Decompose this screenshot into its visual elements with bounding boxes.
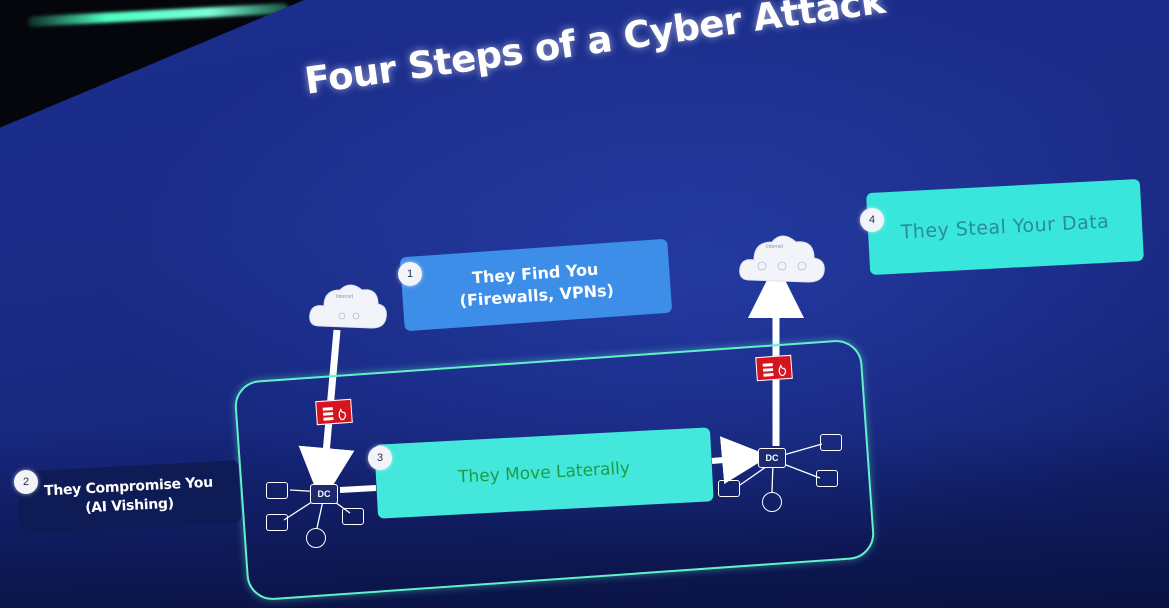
lateral-arrow <box>711 436 770 485</box>
step-2-box: They Compromise You (AI Vishing) <box>16 460 242 534</box>
server-icon-left <box>266 482 288 499</box>
step-3-number: 3 <box>368 446 392 470</box>
laptop-icon-left <box>306 528 326 548</box>
internet-cloud-right: Internet <box>739 235 825 283</box>
step-1-number: 1 <box>398 262 422 286</box>
domain-controller-left: DC <box>310 484 338 504</box>
printer-icon-right <box>816 470 838 487</box>
internet-cloud-left: Internet <box>309 284 387 329</box>
lateral-arrow-tail <box>339 485 377 493</box>
printer-icon-left <box>266 514 288 531</box>
workstation-icon-right <box>718 480 740 497</box>
laptop-icon-right <box>762 492 782 512</box>
server-icon-right <box>820 434 842 451</box>
step-2-number: 2 <box>14 470 38 494</box>
step-4-number: 4 <box>860 208 884 232</box>
workstation-icon-left <box>342 508 364 525</box>
firewall-icon-right <box>755 354 793 382</box>
domain-controller-right: DC <box>758 448 786 468</box>
cloud-label-left: Internet <box>336 294 354 300</box>
firewall-icon-left <box>315 398 353 426</box>
step-4-box: They Steal Your Data <box>866 178 1144 276</box>
cloud-label-right: Internet <box>766 244 784 250</box>
